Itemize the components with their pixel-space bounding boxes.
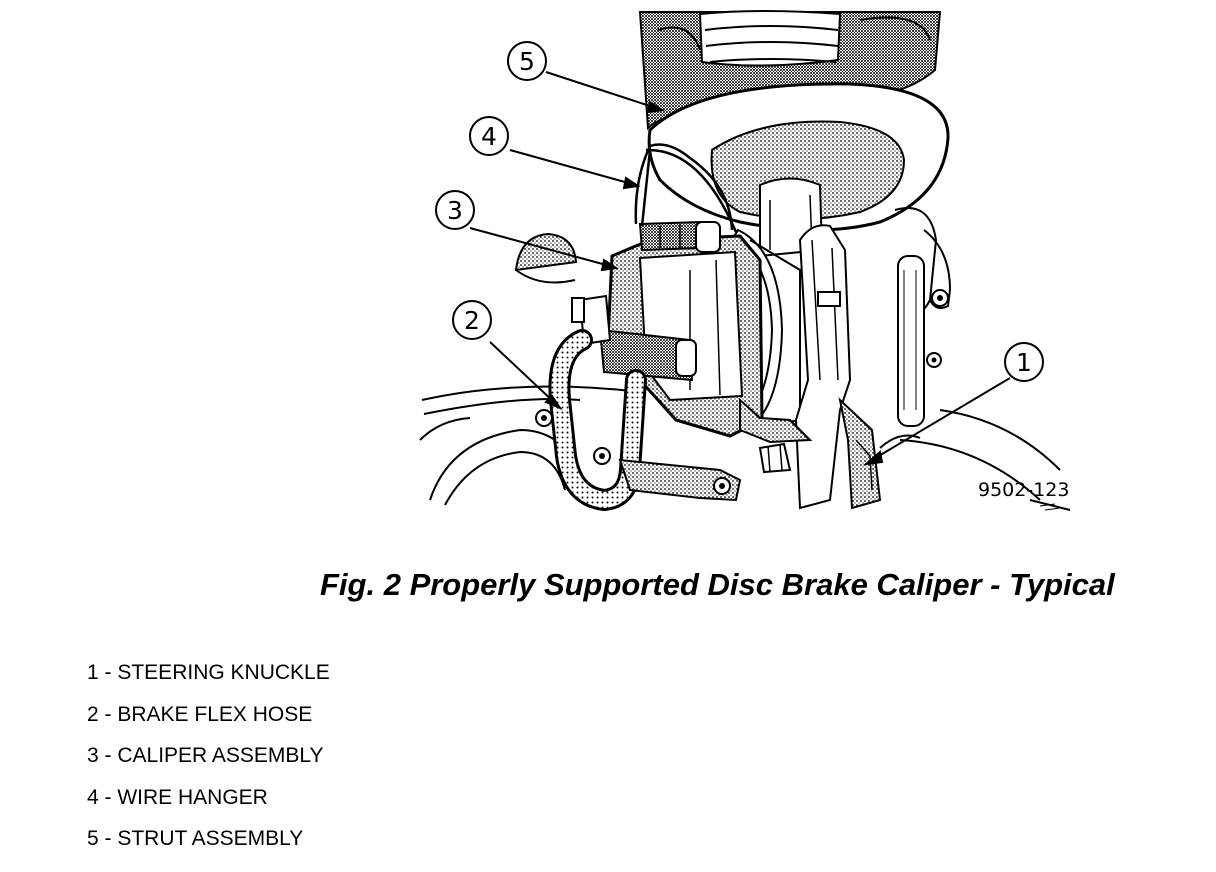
svg-text:3: 3 [447,196,463,225]
legend-item-brake-flex-hose: 2 - BRAKE FLEX HOSE [87,702,313,726]
svg-text:4: 4 [481,122,497,151]
callout-2: 2 [452,300,492,340]
callout-5: 5 [507,41,547,81]
steering-knuckle [794,224,921,510]
wire-hanger [634,143,738,233]
strut-assembly [638,10,952,427]
brake-flex-hose [535,329,792,512]
callout-4: 4 [469,116,509,156]
background-wheel [419,385,1071,511]
legend-item-steering-knuckle: 1 - STEERING KNUCKLE [87,661,330,684]
legend-item-wire-hanger: 4 - WIRE HANGER [87,785,268,809]
legend-item-caliper-assembly: 3 - CALIPER ASSEMBLY [87,744,324,767]
callout-3: 3 [435,190,475,230]
svg-text:2: 2 [464,306,480,335]
svg-text:1: 1 [1016,348,1032,377]
brake-caliper-illustration: 1 2 3 4 5 9502-123 [419,10,1071,512]
legend-item-strut-assembly: 5 - STRUT ASSEMBLY [87,827,304,850]
figure-id-code: 9502-123 [978,479,1069,501]
leader-lines [469,71,1011,466]
svg-text:5: 5 [519,47,535,76]
dome-cap [514,232,578,284]
callout-1: 1 [1004,342,1044,382]
parts-legend: 1 - STEERING KNUCKLE 2 - BRAKE FLEX HOSE… [87,660,330,868]
figure-caption: Fig. 2 Properly Supported Disc Brake Cal… [320,567,1115,602]
